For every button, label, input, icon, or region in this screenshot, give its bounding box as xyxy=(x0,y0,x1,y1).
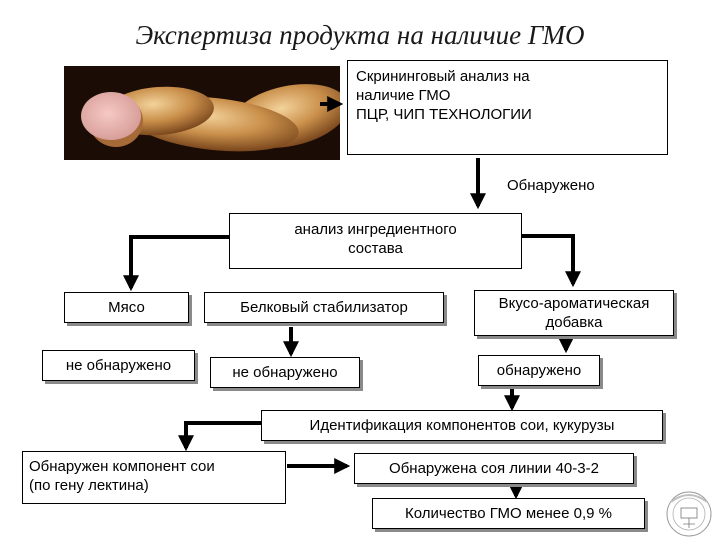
meat-label: Мясо xyxy=(108,299,145,316)
lectin-result-box: Обнаружен компонент сои (по гену лектина… xyxy=(22,451,286,504)
flavor-line-2: добавка xyxy=(545,314,603,331)
ingredient-line-2: состава xyxy=(348,240,403,257)
screening-line-3: ПЦР, ЧИП ТЕХНОЛОГИИ xyxy=(356,106,532,123)
screening-line-2: наличие ГМО xyxy=(356,87,451,104)
page-title: Экспертиза продукта на наличие ГМО xyxy=(135,20,585,50)
soy-line-box: Обнаружена соя линии 40-3-2 xyxy=(354,453,634,484)
soy-line-label: Обнаружена соя линии 40-3-2 xyxy=(389,460,599,477)
ingredient-analysis-box: анализ ингредиентного состава xyxy=(229,213,522,269)
sausage-photo xyxy=(64,66,340,160)
protein-result-label: не обнаружено xyxy=(232,364,338,381)
meat-result-box: не обнаружено xyxy=(42,350,195,381)
protein-stabilizer-label: Белковый стабилизатор xyxy=(240,299,408,316)
detected-label: Обнаружено xyxy=(507,177,595,194)
meat-result-label: не обнаружено xyxy=(65,357,172,374)
flavor-additive-box: Вкусо-ароматическая добавка xyxy=(474,290,674,336)
lectin-line-2: (по гену лектина) xyxy=(29,477,149,494)
screening-analysis-box: Скрининговый анализ на наличие ГМО ПЦР, … xyxy=(347,60,668,155)
protein-result-box: не обнаружено xyxy=(210,357,360,388)
identification-label: Идентификация компонентов сои, кукурузы xyxy=(309,417,615,434)
screening-line-1: Скрининговый анализ на xyxy=(356,68,530,85)
protein-stabilizer-box: Белковый стабилизатор xyxy=(204,292,444,323)
lectin-line-1: Обнаружен компонент сои xyxy=(29,458,215,475)
ingredient-line-1: анализ ингредиентного xyxy=(294,221,457,238)
flavor-line-1: Вкусо-ароматическая xyxy=(498,295,650,312)
gmo-amount-box: Количество ГМО менее 0,9 % xyxy=(372,498,645,529)
flavor-result-box: обнаружено xyxy=(478,355,600,386)
meat-box: Мясо xyxy=(64,292,189,323)
gmo-amount-label: Количество ГМО менее 0,9 % xyxy=(405,505,612,522)
seal-logo xyxy=(666,491,712,537)
identification-box: Идентификация компонентов сои, кукурузы xyxy=(261,410,663,441)
flavor-result-label: обнаружено xyxy=(496,362,582,379)
